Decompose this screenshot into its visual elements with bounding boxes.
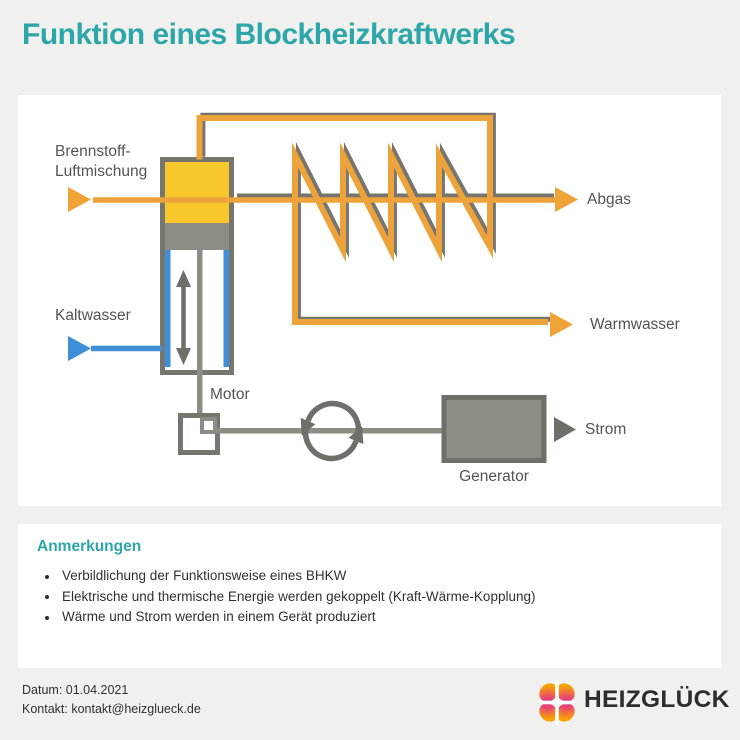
notes-heading: Anmerkungen bbox=[37, 538, 142, 555]
heat-exchanger-pipe bbox=[196, 115, 548, 325]
rotation-arrows-icon bbox=[300, 400, 364, 462]
motor-label: Motor bbox=[210, 386, 250, 403]
drive-shaft bbox=[217, 428, 444, 434]
electricity-arrow-icon bbox=[554, 417, 576, 442]
exhaust-label: Abgas bbox=[587, 191, 631, 208]
heizglueck-flower-icon bbox=[539, 681, 575, 725]
diagram-panel: Brennstoff- Luftmischung Kaltwasser Moto… bbox=[18, 95, 721, 506]
cold-water-label: Kaltwasser bbox=[55, 307, 131, 324]
piston-rod bbox=[197, 250, 203, 424]
footer-contact: Kontakt: kontakt@heizglueck.de bbox=[22, 701, 201, 716]
generator-box bbox=[441, 395, 547, 463]
fuel-air-label-line1: Brennstoff- bbox=[55, 143, 131, 160]
brand-wordmark: HEIZGLÜCK bbox=[584, 686, 730, 713]
note-item: Elektrische und thermische Energie werde… bbox=[37, 587, 701, 608]
crank-pin bbox=[200, 417, 217, 434]
footer-date: Datum: 01.04.2021 bbox=[22, 683, 129, 697]
note-item: Verbildlichung der Funktionsweise eines … bbox=[37, 566, 701, 587]
notes-panel: Anmerkungen Verbildlichung der Funktions… bbox=[18, 524, 721, 668]
cold-water-arrow-icon bbox=[68, 336, 91, 361]
combustion-chamber bbox=[165, 162, 229, 223]
fuel-air-label: Brennstoff- Luftmischung bbox=[55, 142, 147, 182]
note-item: Wärme und Strom werden in einem Gerät pr… bbox=[37, 607, 701, 628]
piston-motion-arrow-icon bbox=[176, 270, 191, 365]
cooling-jacket-left bbox=[165, 250, 171, 367]
piston bbox=[165, 223, 229, 250]
fuel-air-label-line2: Luftmischung bbox=[55, 163, 148, 180]
footer-info: Datum: 01.04.2021 Kontakt: kontakt@heizg… bbox=[22, 681, 201, 718]
warm-water-arrow-icon bbox=[550, 312, 573, 337]
electricity-label: Strom bbox=[585, 421, 627, 438]
motor-crank-box bbox=[178, 413, 220, 455]
fuel-air-arrow-icon bbox=[68, 187, 91, 212]
bhkw-diagram bbox=[68, 112, 578, 463]
generator-label: Generator bbox=[459, 468, 529, 485]
cooling-jacket-right bbox=[223, 250, 229, 367]
page-title: Funktion eines Blockheizkraftwerks bbox=[22, 18, 516, 51]
warm-water-label: Warmwasser bbox=[590, 316, 680, 333]
exhaust-arrow-icon bbox=[555, 187, 578, 212]
notes-list: Verbildlichung der Funktionsweise eines … bbox=[37, 566, 701, 628]
